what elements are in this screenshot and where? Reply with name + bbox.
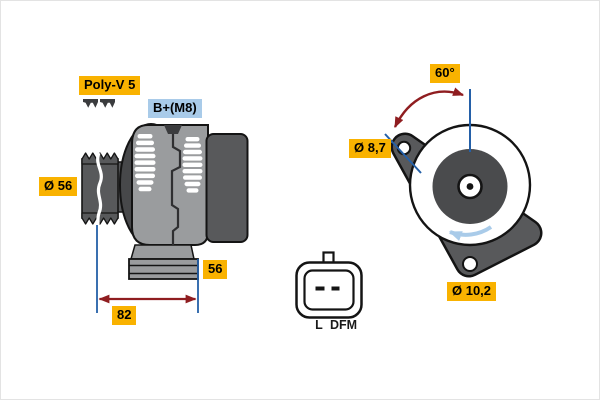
pulley bbox=[81, 152, 119, 225]
belt-profile-icons bbox=[83, 99, 115, 108]
angle-arc-arrow-60 bbox=[393, 87, 465, 128]
angle-label: 60° bbox=[430, 64, 460, 83]
connector-pin-dfm-label: DFM bbox=[330, 318, 358, 332]
connector-pin-l bbox=[315, 286, 325, 291]
vent-slots-front bbox=[134, 134, 156, 192]
housing-parting-line bbox=[170, 127, 182, 245]
connector-pin-l-label: L bbox=[315, 318, 323, 332]
small-hole-diameter-label: Ø 8,7 bbox=[349, 139, 391, 158]
poly-v-label: Poly-V 5 bbox=[79, 76, 141, 95]
shaft-center-dot bbox=[466, 183, 474, 190]
rotation-direction-arrow bbox=[448, 225, 493, 241]
side-view bbox=[81, 123, 249, 280]
dimension-82 bbox=[96, 225, 199, 313]
b-plus-terminal-label: B+(M8) bbox=[148, 99, 202, 118]
reference-line-hole bbox=[384, 133, 422, 174]
vent-slots-rear bbox=[182, 137, 203, 193]
connector-pin-dfm bbox=[331, 286, 340, 291]
housing-seam-notch bbox=[164, 125, 182, 134]
mounting-foot bbox=[128, 244, 199, 280]
section-break-line bbox=[96, 152, 103, 225]
belt-profile-icon bbox=[83, 99, 98, 108]
large-hole-diameter-label: Ø 10,2 bbox=[447, 282, 497, 301]
belt-profile-icon bbox=[100, 99, 115, 108]
mounting-length-label: 82 bbox=[112, 306, 137, 325]
front-view bbox=[384, 87, 543, 278]
rear-cover-block bbox=[205, 133, 249, 243]
mounting-hole-large bbox=[462, 256, 478, 272]
mounting-hole-small bbox=[396, 140, 412, 156]
pulley-diameter-label: Ø 56 bbox=[39, 177, 78, 196]
connector-drawing bbox=[295, 251, 363, 319]
foot-width-label: 56 bbox=[203, 260, 228, 279]
connector-inner-cavity bbox=[303, 269, 355, 311]
